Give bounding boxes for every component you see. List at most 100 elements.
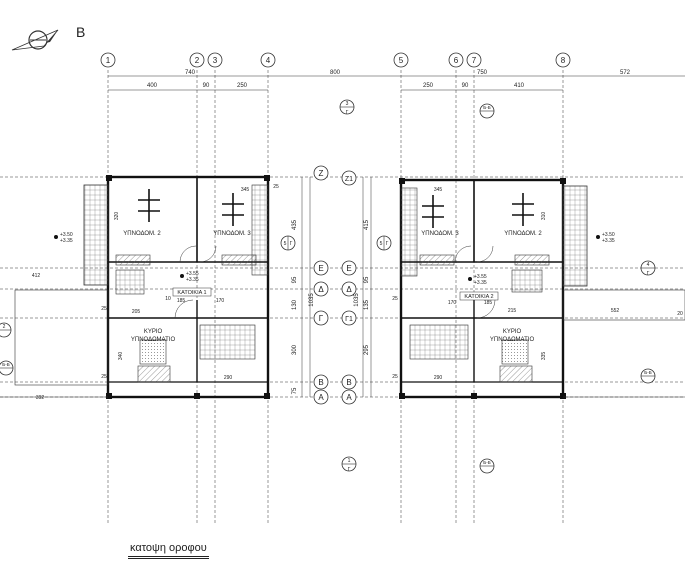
room-label-master-left-2: ΥΠΝΟΔΩΜΑΤΙΟ	[131, 337, 176, 343]
svg-text:+3.35: +3.35	[602, 238, 615, 244]
row-bubble-G1: Γ1	[341, 310, 357, 326]
svg-text:+3.55: +3.55	[474, 274, 487, 280]
svg-text:Γ: Γ	[319, 314, 324, 323]
svg-text:435: 435	[292, 219, 298, 230]
grid-bubbles-top: 1 2 3 4 5 6 7 8	[100, 52, 571, 68]
svg-text:290: 290	[224, 375, 233, 381]
svg-text:1: 1	[106, 56, 111, 65]
svg-text:25: 25	[101, 306, 107, 312]
svg-text:185: 185	[177, 298, 186, 304]
svg-text:25: 25	[392, 296, 398, 302]
row-bubble-D: Δ	[313, 281, 329, 297]
svg-text:+3.35: +3.35	[186, 277, 199, 283]
svg-text:1: 1	[348, 458, 351, 464]
svg-text:4: 4	[647, 262, 650, 268]
svg-text:2: 2	[195, 56, 200, 65]
grid-bubble-8: 8	[555, 52, 571, 68]
svg-text:4: 4	[266, 56, 271, 65]
svg-text:170: 170	[216, 298, 225, 304]
svg-text:345: 345	[434, 187, 443, 193]
section-marker-3: 3Г	[339, 99, 355, 116]
svg-text:Г: Г	[290, 241, 293, 247]
row-bubble-A: Α	[313, 389, 329, 405]
level-marker-right-center: +3.55+3.35	[468, 274, 487, 286]
right-slab-outline	[562, 289, 685, 398]
row-bubble-Z: Ζ	[313, 165, 329, 181]
section-marker-bb-bottom: Б-Б	[479, 458, 495, 474]
grid-bubbles-left-rows: Ζ Ε Δ Γ Β Α	[313, 165, 329, 405]
svg-text:412: 412	[32, 273, 41, 279]
svg-text:Α: Α	[318, 393, 324, 402]
grid-bubble-7: 7	[466, 52, 482, 68]
section-marker-2: 2	[0, 322, 12, 338]
svg-text:130: 130	[292, 299, 298, 310]
row-bubble-E: Ε	[313, 260, 329, 276]
grid-bubble-5: 5	[393, 52, 409, 68]
grid-bubble-2: 2	[189, 52, 205, 68]
svg-text:335: 335	[541, 352, 547, 361]
dimension-chain-vertical	[301, 177, 372, 397]
drawing-caption: κατοψη οροφου	[128, 542, 209, 559]
row-bubble-Z1: Ζ1	[341, 170, 357, 186]
room-label-bed2-right: ΥΠΝΟΔΟΜ. 2	[504, 231, 542, 237]
svg-text:205: 205	[132, 309, 141, 315]
svg-text:295: 295	[364, 344, 370, 355]
svg-text:90: 90	[462, 83, 469, 89]
svg-text:250: 250	[237, 83, 248, 89]
section-marker-bb-top: Б-Б	[479, 103, 495, 119]
svg-text:5: 5	[399, 56, 404, 65]
svg-text:215: 215	[508, 308, 517, 314]
svg-text:2: 2	[3, 324, 6, 330]
grid-bubble-3: 3	[207, 52, 223, 68]
svg-text:310: 310	[541, 212, 547, 221]
svg-text:Δ: Δ	[346, 285, 352, 294]
svg-text:Ζ: Ζ	[319, 169, 324, 178]
row-bubble-D-right: Δ	[341, 281, 357, 297]
svg-text:250: 250	[423, 83, 434, 89]
svg-text:Б-Б: Б-Б	[483, 105, 490, 110]
svg-text:Г: Г	[647, 271, 650, 277]
svg-text:415: 415	[364, 219, 370, 230]
room-label-bed3-right: ΥΠΝΟΔΟΜ. 3	[421, 231, 459, 237]
svg-text:290: 290	[434, 375, 443, 381]
svg-text:Β: Β	[346, 378, 351, 387]
north-arrow-icon	[11, 29, 59, 51]
row-bubble-G: Γ	[313, 310, 329, 326]
svg-text:410: 410	[514, 83, 525, 89]
svg-text:10: 10	[165, 296, 171, 302]
svg-text:Б-Б: Б-Б	[644, 370, 651, 375]
unit-label-left: ΚΑΤΟΙΚΙΑ 1	[177, 290, 206, 296]
grid-bubble-1: 1	[100, 52, 116, 68]
svg-text:25: 25	[101, 374, 107, 380]
svg-text:135: 135	[364, 299, 370, 310]
level-marker-left-balcony: +3.50+3.35	[54, 232, 73, 244]
row-bubble-B-right: Β	[341, 374, 357, 390]
svg-text:Б-Б: Б-Б	[2, 362, 9, 367]
svg-text:Γ1: Γ1	[345, 316, 353, 323]
svg-text:800: 800	[330, 70, 341, 76]
svg-text:Б-Б: Б-Б	[483, 460, 490, 465]
north-label: B	[76, 24, 85, 40]
unit-left: ΥΠΝΟΔΟΜ. 2 ΥΠΝΟΔΟΜ. 3 ΚΥΡΙΟ ΥΠΝΟΔΩΜΑΤΙΟ …	[32, 175, 279, 401]
svg-text:392: 392	[36, 395, 45, 401]
svg-text:345: 345	[241, 187, 250, 193]
svg-text:95: 95	[292, 276, 298, 283]
svg-text:740: 740	[185, 70, 196, 76]
left-slab-outline	[0, 289, 109, 398]
room-label-master-left-1: ΚΥΡΙΟ	[144, 329, 163, 335]
svg-text:Г: Г	[386, 241, 389, 247]
svg-text:+3.35: +3.35	[474, 280, 487, 286]
row-bubble-E-right: Ε	[341, 260, 357, 276]
level-marker-right-balcony: +3.50+3.35	[596, 232, 615, 244]
dimension-labels-vertical: 435 95 130 300 75 1035 415 95 135 295 10…	[292, 219, 370, 394]
room-label-bed3-left: ΥΠΝΟΔΟΜ. 3	[213, 231, 251, 237]
svg-text:75: 75	[292, 387, 298, 394]
room-label-bed2-left: ΥΠΝΟΔΟΜ. 2	[123, 231, 161, 237]
svg-text:6: 6	[454, 56, 459, 65]
section-marker-4: 4Г	[640, 260, 656, 277]
svg-text:5: 5	[284, 241, 287, 247]
svg-text:7: 7	[472, 56, 477, 65]
